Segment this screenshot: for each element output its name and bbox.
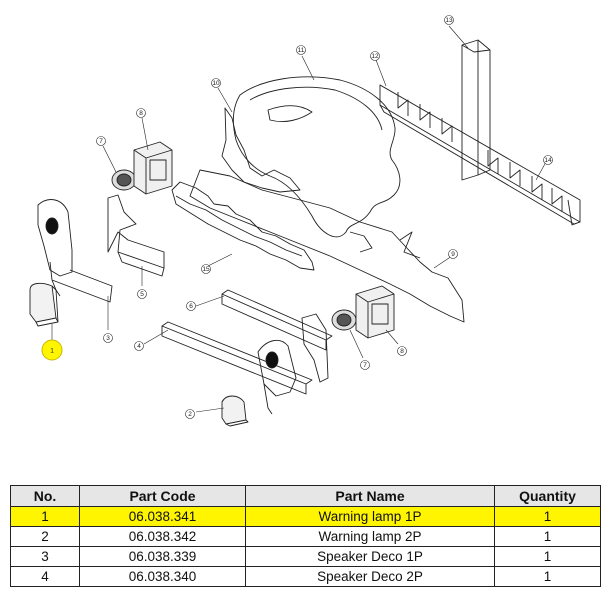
cell-part-code: 06.038.340 — [79, 566, 246, 587]
callout-label: 13 — [445, 17, 453, 24]
callout-label: 9 — [451, 251, 455, 258]
callout-circle — [397, 346, 407, 356]
callout-label: 10 — [212, 80, 220, 87]
cell-part-name: Warning lamp 2P — [245, 526, 495, 547]
table-row[interactable]: 2 06.038.342 Warning lamp 2P 1 — [10, 526, 601, 547]
callout-label: 7 — [99, 138, 103, 145]
table-row[interactable]: 1 06.038.341 Warning lamp 1P 1 — [10, 506, 601, 527]
callout-label: 12 — [371, 53, 379, 60]
callout-label: 1 — [50, 348, 54, 355]
table-row[interactable]: 4 06.038.340 Speaker Deco 2P 1 — [10, 566, 601, 587]
warning-lamp-1p — [29, 282, 59, 327]
callout-circle — [370, 51, 380, 61]
cell-quantity: 1 — [494, 566, 601, 587]
flame-deco-panel — [221, 107, 301, 193]
callout-circle — [186, 301, 196, 311]
left-bracket — [107, 194, 165, 277]
cell-quantity: 1 — [494, 546, 601, 567]
callout-circle — [360, 360, 370, 370]
callout-label: 4 — [137, 343, 141, 350]
flame-strip — [171, 181, 315, 271]
warning-lamp-2p — [221, 395, 249, 427]
column-header-no: No. — [10, 485, 80, 507]
callout-label: 3 — [106, 335, 110, 342]
callout-circle — [134, 341, 144, 351]
cell-part-name: Speaker Deco 2P — [245, 566, 495, 587]
callout-circle — [444, 15, 454, 25]
callout-label: 8 — [139, 110, 143, 117]
cell-no: 3 — [10, 546, 80, 567]
speaker-right — [331, 309, 357, 331]
column-header-part-code: Part Code — [79, 485, 246, 507]
callout-circle — [96, 136, 106, 146]
parts-table: No. Part Code Part Name Quantity 1 06.03… — [10, 485, 601, 587]
callout-circle — [201, 264, 211, 274]
speaker-left — [111, 169, 137, 191]
cell-part-code: 06.038.342 — [79, 526, 246, 547]
table-header-row: No. Part Code Part Name Quantity — [10, 485, 601, 507]
callout-circle — [211, 78, 221, 88]
callout-label: 15 — [202, 266, 210, 273]
bottom-rail — [161, 321, 313, 395]
cell-no: 1 — [10, 506, 80, 527]
table-row[interactable]: 3 06.038.339 Speaker Deco 1P 1 — [10, 546, 601, 567]
frame-post — [461, 39, 491, 181]
column-header-quantity: Quantity — [494, 485, 601, 507]
callout-label: 6 — [189, 303, 193, 310]
column-header-part-name: Part Name — [245, 485, 495, 507]
cell-part-code: 06.038.341 — [79, 506, 246, 527]
callout-circle — [103, 333, 113, 343]
cell-quantity: 1 — [494, 506, 601, 527]
callout-circle — [296, 45, 306, 55]
callout-circle — [136, 108, 146, 118]
upper-rail — [221, 289, 333, 351]
cell-no: 2 — [10, 526, 80, 547]
callout-label: 5 — [140, 291, 144, 298]
cell-part-code: 06.038.339 — [79, 546, 246, 567]
cell-part-name: Warning lamp 1P — [245, 506, 495, 527]
right-speaker-deco — [257, 339, 297, 415]
speaker-box-right — [355, 285, 395, 339]
callout-label: 7 — [363, 362, 367, 369]
cell-no: 4 — [10, 566, 80, 587]
long-banner-panel — [189, 169, 465, 323]
callout-label: 11 — [298, 47, 305, 54]
cell-part-name: Speaker Deco 1P — [245, 546, 495, 567]
left-speaker-deco — [37, 199, 113, 303]
side-frame — [379, 84, 581, 226]
callout-circle — [41, 339, 63, 361]
callout-circle — [137, 289, 147, 299]
skull-sign-top — [232, 76, 401, 238]
cell-quantity: 1 — [494, 526, 601, 547]
speaker-box-left — [133, 141, 173, 195]
leader-lines — [51, 25, 547, 413]
callout-circle — [543, 155, 553, 165]
right-bracket — [301, 313, 329, 383]
callout-circle — [448, 249, 458, 259]
callout-label: 2 — [188, 411, 192, 418]
callout-label: 8 — [400, 348, 404, 355]
callout-circle — [185, 409, 195, 419]
callout-label: 14 — [544, 157, 552, 164]
